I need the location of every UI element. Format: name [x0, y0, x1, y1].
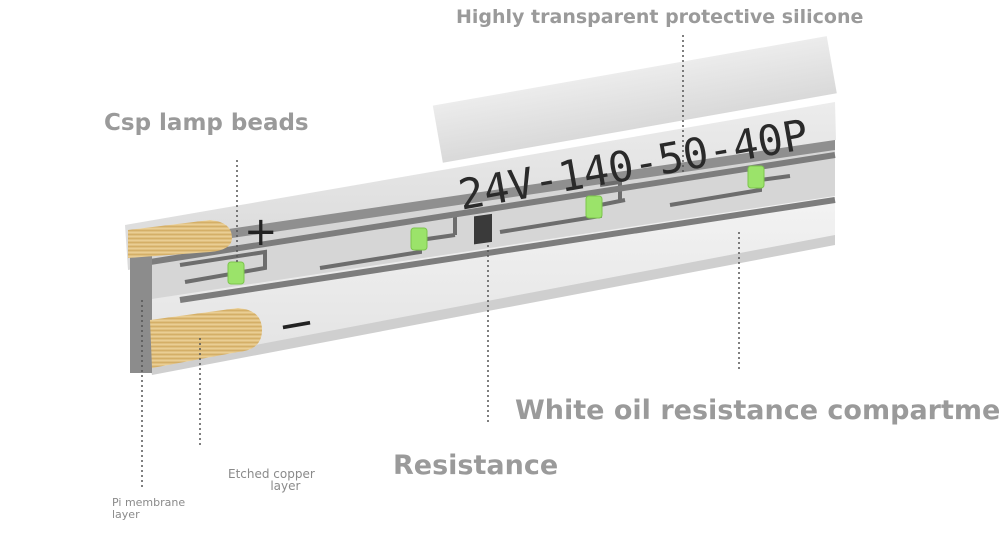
- plus-sign: +: [244, 209, 278, 255]
- label-pi-membrane-line1: Pi membrane: [112, 496, 186, 509]
- label-white-oil: White oil resistance compartment: [515, 395, 999, 426]
- label-silicone: Highly transparent protective silicone: [456, 6, 864, 28]
- label-csp-lamp-beads: Csp lamp beads: [104, 110, 309, 136]
- label-etched-copper-line2: layer: [270, 479, 301, 493]
- silicone-bottom-edge: [150, 235, 835, 375]
- copper-pad-plus: [128, 220, 232, 258]
- label-pi-membrane-line2: layer: [112, 508, 140, 521]
- label-etched-copper: Etched copper layer: [228, 468, 315, 492]
- end-cap-dark: [130, 238, 152, 373]
- csp-led-2: [410, 227, 428, 251]
- minus-sign: −: [274, 296, 319, 353]
- label-etched-copper-line1: Etched copper: [228, 467, 315, 481]
- pcb-rails: [149, 152, 836, 303]
- copper-pad-minus: [150, 308, 262, 368]
- leader-lines: [141, 35, 740, 490]
- csp-led-3: [585, 195, 603, 219]
- resistance-chip: [474, 213, 492, 245]
- csp-lamp-beads: [227, 165, 765, 285]
- label-pi-membrane: Pi membrane layer: [112, 497, 185, 521]
- label-resistance: Resistance: [393, 450, 559, 481]
- csp-led-1: [227, 261, 245, 285]
- strip-text-mask: [432, 36, 837, 163]
- csp-led-4: [747, 165, 765, 189]
- silicone-front-wall: [145, 196, 835, 370]
